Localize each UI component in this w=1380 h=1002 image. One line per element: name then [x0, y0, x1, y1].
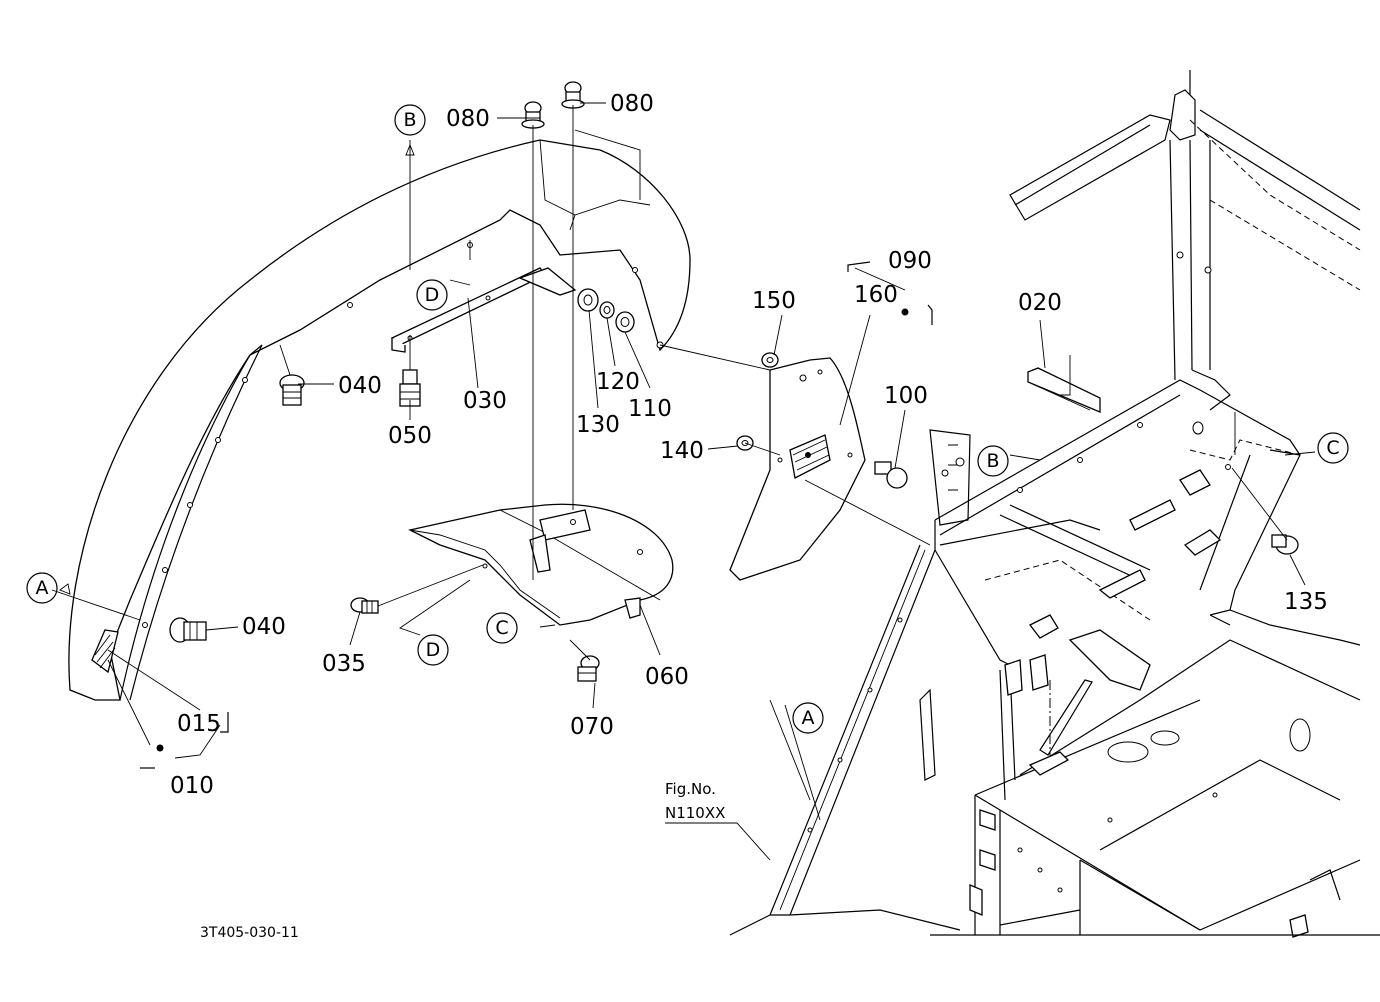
bolt-100: [874, 461, 908, 489]
ref-circle-D-upper: D: [416, 279, 448, 311]
figure-reference: Fig.No. N110XX: [665, 780, 725, 822]
ref-circle-B-frame: B: [977, 445, 1009, 477]
figure-number: N110XX: [665, 804, 725, 822]
ref-letter-c: C: [495, 617, 508, 639]
label-040-lower: 040: [242, 614, 286, 640]
plate-160: [729, 357, 866, 581]
figure-label: Fig.No.: [665, 780, 716, 798]
bolt-040-upper: [279, 374, 305, 406]
label-020: 020: [1018, 290, 1062, 316]
ref-circle-D-lower: D: [417, 634, 449, 666]
label-060: 060: [645, 664, 689, 690]
ref-circle-C-plate: C: [486, 612, 518, 644]
ref-circle-C-frame: C: [1317, 432, 1349, 464]
label-040-upper: 040: [338, 373, 382, 399]
ref-letter-b: B: [403, 109, 416, 131]
label-100: 100: [884, 383, 928, 409]
stay-030: [390, 267, 577, 353]
plate-060: [408, 503, 674, 626]
ref-letter-a: A: [802, 707, 815, 729]
label-030: 030: [463, 388, 507, 414]
assembly-lines: [279, 105, 1301, 661]
nut-150: [761, 352, 779, 368]
label-080-right: 080: [610, 91, 654, 117]
ref-letter-d: D: [426, 639, 441, 661]
washer-120: [599, 301, 615, 319]
label-010: 010: [170, 773, 214, 799]
label-110: 110: [628, 396, 672, 422]
label-090: 090: [888, 248, 932, 274]
label-leaders: [107, 102, 1306, 861]
ref-circle-A-frame: A: [792, 702, 824, 734]
label-130: 130: [576, 412, 620, 438]
ref-letter-a: A: [36, 577, 49, 599]
reference-arrows: [51, 143, 1316, 821]
ref-circle-A-left: A: [26, 572, 58, 604]
drawing-id: 3T405-030-11: [200, 925, 299, 941]
label-070: 070: [570, 714, 614, 740]
tractor-frame: [729, 70, 1380, 938]
ref-letter-b: B: [986, 450, 999, 472]
bolt-070: [577, 655, 600, 682]
label-015: 015: [177, 711, 221, 737]
reflector-015: [91, 629, 119, 674]
label-120: 120: [596, 369, 640, 395]
bolt-080-left: [521, 101, 545, 129]
label-160: 160: [854, 282, 898, 308]
fender-body: [68, 139, 691, 701]
label-050: 050: [388, 423, 432, 449]
bar-020: [1027, 367, 1101, 413]
ref-letter-c: C: [1326, 437, 1339, 459]
nut-130: [577, 288, 599, 312]
label-150: 150: [752, 288, 796, 314]
part-number-labels: 080 080 040 050 030 130 120 110 150 160 …: [170, 91, 1328, 799]
label-140: 140: [660, 438, 704, 464]
ref-circle-B-top: B: [394, 104, 426, 136]
bolt-135: [1271, 534, 1299, 555]
washer-110: [615, 311, 635, 333]
ref-letter-d: D: [425, 284, 440, 306]
label-035: 035: [322, 651, 366, 677]
label-135: 135: [1284, 589, 1328, 615]
label-080-left: 080: [446, 106, 490, 132]
bolt-080-right: [561, 81, 585, 109]
bolt-040-lower: [169, 617, 207, 643]
bolt-035: [350, 597, 379, 614]
